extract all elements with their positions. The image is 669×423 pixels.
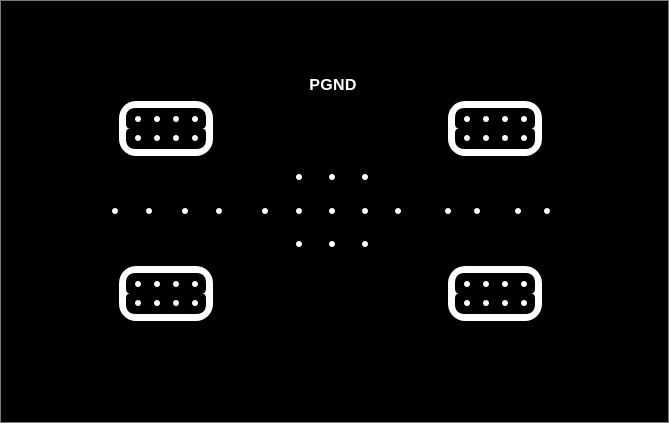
pad-via <box>173 135 179 141</box>
pad-via <box>464 116 470 122</box>
pad-via <box>135 300 141 306</box>
pad-cutout-bottom-left <box>126 273 206 314</box>
pad-via <box>464 281 470 287</box>
pad-via <box>192 135 198 141</box>
via <box>544 208 550 214</box>
via <box>329 174 335 180</box>
pad-via <box>154 300 160 306</box>
pad-via <box>483 116 489 122</box>
via <box>474 208 480 214</box>
pad-via <box>173 116 179 122</box>
pad-via <box>192 300 198 306</box>
pad-via <box>154 281 160 287</box>
pad-via <box>521 135 527 141</box>
pad-via <box>521 116 527 122</box>
pad-via <box>154 135 160 141</box>
pad-via <box>135 135 141 141</box>
via <box>296 241 302 247</box>
pad-via <box>192 116 198 122</box>
via <box>296 208 302 214</box>
pad-via <box>502 116 508 122</box>
pad-cutout-bottom-right <box>455 273 535 314</box>
pad-via <box>483 281 489 287</box>
pad-via <box>464 300 470 306</box>
via <box>296 174 302 180</box>
pad-via <box>502 281 508 287</box>
pad-via <box>521 300 527 306</box>
via <box>262 208 268 214</box>
pad-via <box>173 281 179 287</box>
pad-via <box>483 135 489 141</box>
via <box>112 208 118 214</box>
via <box>182 208 188 214</box>
via <box>329 241 335 247</box>
pad-cutout-top-left <box>126 108 206 149</box>
via <box>329 208 335 214</box>
via <box>362 241 368 247</box>
pad-via <box>483 300 489 306</box>
via <box>216 208 222 214</box>
pad-via <box>192 281 198 287</box>
pad-via <box>173 300 179 306</box>
via <box>362 174 368 180</box>
pad-cutout-top-right <box>455 108 535 149</box>
via <box>395 208 401 214</box>
via <box>146 208 152 214</box>
pad-via <box>464 135 470 141</box>
pad-via <box>502 135 508 141</box>
via <box>515 208 521 214</box>
pad-via <box>135 281 141 287</box>
via <box>362 208 368 214</box>
pad-via <box>135 116 141 122</box>
pad-via <box>521 281 527 287</box>
pad-via <box>154 116 160 122</box>
net-label-pgnd: PGND <box>309 77 357 94</box>
pad-via <box>502 300 508 306</box>
via <box>445 208 451 214</box>
